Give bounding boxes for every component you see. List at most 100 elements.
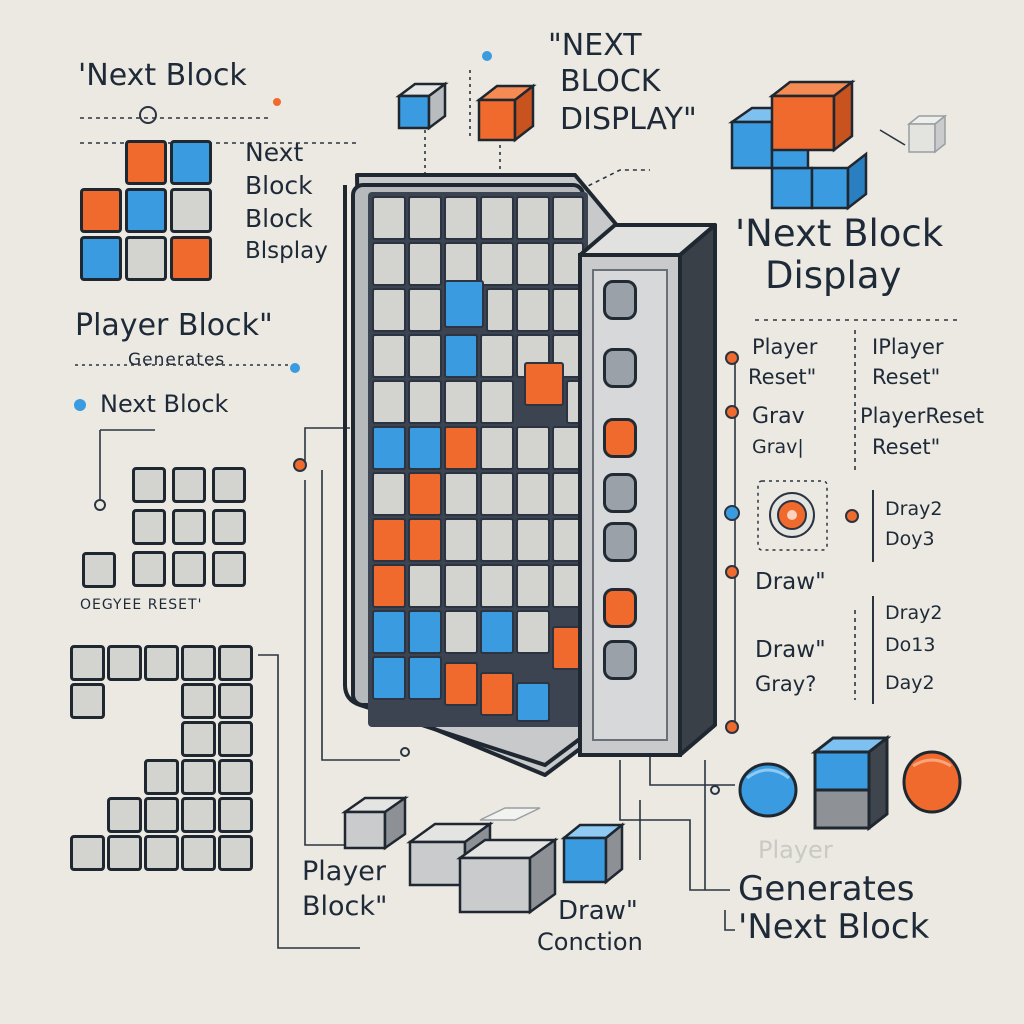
small-gray-grid — [130, 465, 250, 590]
grid-cell — [132, 551, 166, 587]
board-cell — [480, 564, 514, 608]
board-cell — [524, 362, 564, 406]
grid-cell — [212, 509, 246, 545]
player-reset-a-line1: Player — [752, 335, 818, 359]
board-cell — [516, 472, 550, 516]
grid-cell — [212, 467, 246, 503]
control-button[interactable] — [603, 588, 637, 628]
bottom-right-shapes — [738, 734, 962, 832]
board-cell — [444, 280, 484, 328]
board-cell — [516, 610, 550, 654]
grid-cell — [172, 467, 206, 503]
game-board-grid — [368, 192, 588, 727]
board-cell — [372, 518, 406, 562]
stair-cell — [107, 645, 142, 681]
board-cell — [372, 610, 406, 654]
stair-cell — [107, 835, 142, 871]
board-cell — [372, 288, 406, 332]
stair-cell — [218, 645, 253, 681]
grav-line1: Grav — [752, 404, 805, 429]
board-cell — [516, 426, 550, 470]
board-cell — [516, 196, 550, 240]
board-cell — [486, 288, 514, 332]
control-button[interactable] — [603, 522, 637, 562]
orange-cube-small — [475, 83, 537, 143]
board-cell — [444, 564, 478, 608]
faded-player-label: Player — [758, 836, 833, 864]
board-cell — [408, 334, 442, 378]
dray-box1-line1: Dray2 — [885, 498, 943, 520]
control-button[interactable] — [603, 418, 637, 458]
stair-cell — [181, 835, 216, 871]
dray-box2-line1: Dray2 — [885, 602, 943, 624]
preview-cell — [125, 188, 167, 233]
board-cell — [444, 196, 478, 240]
side-next-line3: Block — [245, 204, 313, 233]
bottom-blue-cube — [560, 822, 626, 885]
gray-label: Gray? — [755, 672, 817, 696]
dray-box1-line2: Doy3 — [885, 528, 935, 550]
board-cell — [408, 380, 442, 424]
board-cell — [516, 564, 550, 608]
top-center-title-line3: DISPLAY" — [560, 102, 697, 137]
control-button[interactable] — [603, 473, 637, 513]
preview-cell — [80, 188, 122, 233]
preview-cell — [125, 140, 167, 185]
board-cell — [372, 564, 406, 608]
board-cell — [480, 334, 514, 378]
board-cell — [372, 380, 406, 424]
board-cell — [372, 334, 406, 378]
stair-cell — [181, 683, 216, 719]
bottom-player-line1: Player — [302, 856, 387, 887]
gray-cube-tiny — [906, 114, 948, 154]
generates-label: Generates — [128, 350, 226, 370]
control-button[interactable] — [603, 280, 637, 320]
board-cell — [516, 518, 550, 562]
bottom-draw-line2: Conction — [537, 928, 643, 956]
player-reset-b-line1: IPlayer — [872, 335, 944, 359]
board-cell — [372, 242, 406, 286]
bottom-player-line2: Block" — [302, 891, 388, 922]
side-next-line2: Block — [245, 171, 313, 200]
board-cell — [480, 518, 514, 562]
stair-cell — [181, 759, 216, 795]
stair-cell — [181, 721, 216, 757]
board-cell — [480, 196, 514, 240]
board-cell — [552, 196, 584, 240]
grid-cell — [132, 467, 166, 503]
stair-cell — [181, 797, 216, 833]
stair-cell — [144, 759, 179, 795]
board-cell — [408, 242, 442, 286]
board-cell — [444, 518, 478, 562]
stacked-blocks-cluster — [728, 79, 868, 211]
control-button[interactable] — [603, 348, 637, 388]
preview-cell — [170, 140, 212, 185]
dray-box2-line3: Day2 — [885, 672, 935, 694]
board-cell — [480, 380, 514, 424]
side-next-line4: Blsplay — [245, 238, 328, 264]
board-cell — [444, 426, 478, 470]
side-next-line1: Next — [245, 138, 304, 167]
board-cell — [408, 288, 442, 332]
target-icon — [757, 480, 828, 551]
board-cell — [408, 610, 442, 654]
stair-cell — [218, 759, 253, 795]
draw-label-1: Draw" — [755, 569, 826, 595]
control-button[interactable] — [603, 640, 637, 680]
board-cell — [516, 242, 550, 286]
stair-cell — [144, 835, 179, 871]
single-gray-cell — [82, 552, 116, 588]
board-cell — [480, 242, 514, 286]
stair-cell — [218, 683, 253, 719]
stair-cell — [181, 645, 216, 681]
board-cell — [516, 682, 550, 722]
player-reset-a-line2: Reset" — [748, 365, 817, 389]
top-center-title-line1: "NEXT — [548, 28, 642, 63]
board-cell — [408, 656, 442, 700]
grav-line2: Grav| — [752, 436, 804, 458]
board-cell — [444, 380, 478, 424]
board-cell — [408, 196, 442, 240]
board-cell — [480, 672, 514, 716]
right-title-line1: 'Next Block — [735, 212, 944, 255]
board-cell — [444, 662, 478, 706]
